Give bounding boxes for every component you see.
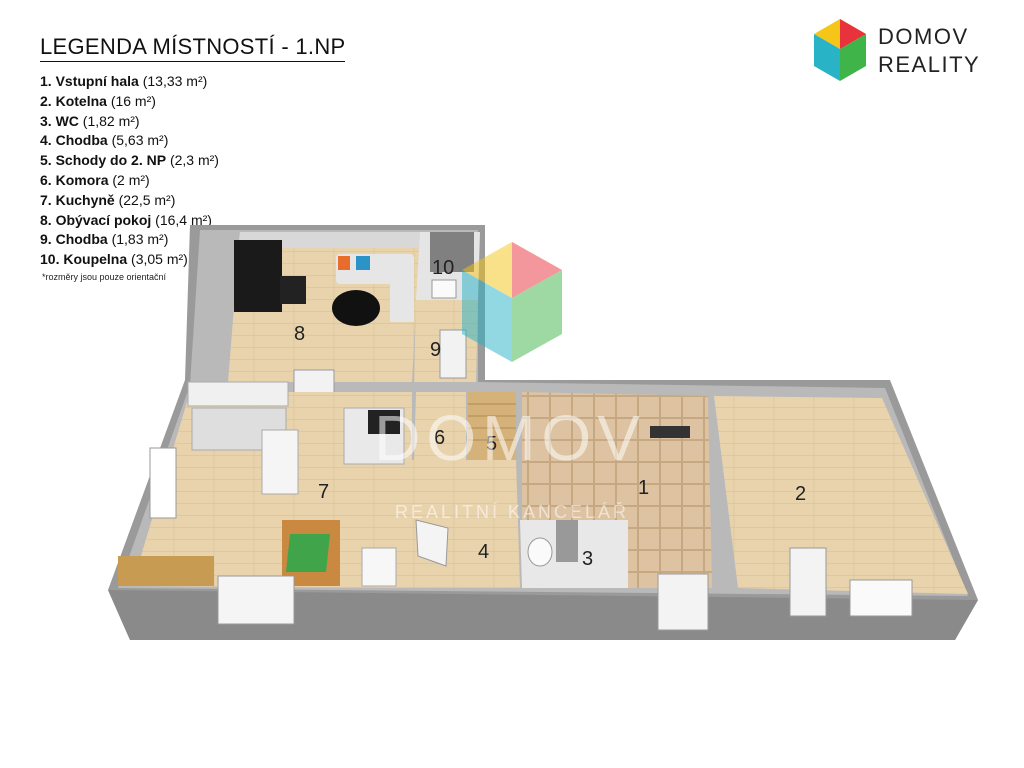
room-boiler [714, 396, 968, 617]
legend-item: 8. Obývací pokoj (16,4 m²) [40, 211, 212, 228]
sideboard [118, 556, 214, 586]
room-label-7: 7 [318, 481, 329, 503]
coffee-table [332, 290, 380, 326]
door-boiler [789, 547, 827, 617]
watermark: DOMOV REALITNÍ KANCELÁŘ [374, 242, 646, 522]
legend-item: 10. Koupelna (3,05 m²) [40, 251, 188, 268]
window-front [217, 575, 295, 625]
piano [234, 240, 282, 312]
brand-line1: DOMOV [878, 24, 969, 49]
legend-note: *rozměry jsou pouze orientační [42, 272, 167, 282]
legend-item: 1. Vstupní hala (13,33 m²) [40, 73, 208, 89]
room-label-5: 5 [486, 433, 497, 455]
cube-logo-icon [814, 19, 866, 81]
room-pantry [414, 392, 466, 460]
room-wc [520, 520, 628, 588]
legend-item: 7. Kuchyně (22,5 m²) [40, 191, 176, 208]
room-label-2: 2 [795, 483, 806, 505]
window-kitchen [149, 447, 177, 519]
legend-item: 3. WC (1,82 m²) [40, 112, 140, 129]
door-entrance [657, 573, 709, 631]
room-label-4: 4 [478, 541, 489, 563]
room-label-10: 10 [432, 257, 454, 279]
room-living [228, 232, 420, 429]
room-stairs [468, 392, 516, 460]
legend-item: 9. Chodba (1,83 m²) [40, 231, 169, 248]
room-legend-list: 1. Vstupní hala (13,33 m²) 2. Kotelna (1… [40, 72, 219, 270]
watermark-cube-icon [462, 242, 562, 362]
room-label-9: 9 [430, 339, 441, 361]
brand-name: DOMOV REALITY [878, 23, 980, 79]
piano-bench [280, 276, 306, 304]
legend-item: 2. Kotelna (16 m²) [40, 92, 156, 109]
sofa-side [390, 270, 414, 322]
legend-item: 4. Chodba (5,63 m²) [40, 132, 169, 149]
watermark-sub: REALITNÍ KANCELÁŘ [395, 502, 629, 522]
legend-item: 6. Komora (2 m²) [40, 171, 150, 188]
room-entrance [522, 392, 712, 631]
brand-line2: REALITY [878, 52, 981, 77]
room-label-6: 6 [434, 427, 445, 449]
room-kitchen [118, 381, 412, 625]
room-label-8: 8 [294, 323, 305, 345]
room-label-3: 3 [582, 548, 593, 570]
legend-item: 5. Schody do 2. NP (2,3 m²) [40, 152, 219, 169]
legend-title: LEGENDA MÍSTNOSTÍ - 1.NP [40, 34, 346, 62]
watermark-main: DOMOV [374, 402, 646, 474]
room-hall-4 [412, 460, 520, 588]
brand-logo: DOMOV REALITY [810, 17, 985, 83]
window-boiler [849, 579, 913, 617]
room-label-1: 1 [638, 477, 649, 499]
door-hall [439, 329, 467, 379]
